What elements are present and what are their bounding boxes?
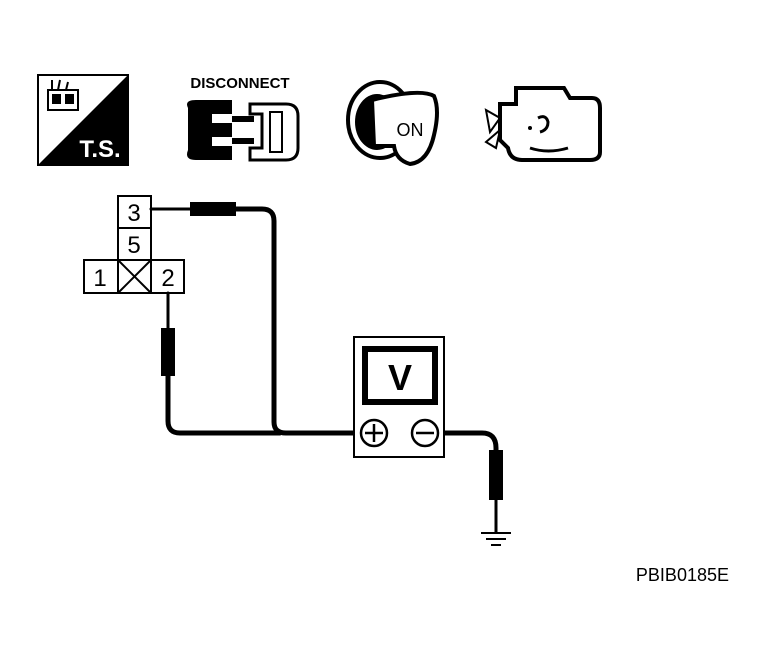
engine-icon xyxy=(484,86,602,162)
terminal-1: 1 xyxy=(93,265,106,292)
voltmeter: V xyxy=(353,336,445,458)
test-step-label: T.S. xyxy=(79,136,120,163)
terminal-2: 2 xyxy=(161,265,174,292)
disconnect-label: DISCONNECT xyxy=(190,75,289,92)
figure-id: PBIB0185E xyxy=(636,565,729,585)
connector-terminals: 3 5 1 2 xyxy=(83,195,185,294)
terminal-3: 3 xyxy=(127,200,140,227)
positive-terminal-icon xyxy=(359,418,389,448)
ignition-on-icon: ON xyxy=(346,80,439,167)
terminal-5: 5 xyxy=(127,232,140,259)
ground-icon xyxy=(481,532,511,546)
voltmeter-symbol: V xyxy=(388,357,412,398)
probe-wires xyxy=(149,202,503,534)
disconnect-icon: DISCONNECT xyxy=(187,75,300,162)
ignition-on-label: ON xyxy=(397,120,424,140)
negative-terminal-icon xyxy=(410,418,440,448)
test-step-icon: T.S. xyxy=(37,74,129,166)
